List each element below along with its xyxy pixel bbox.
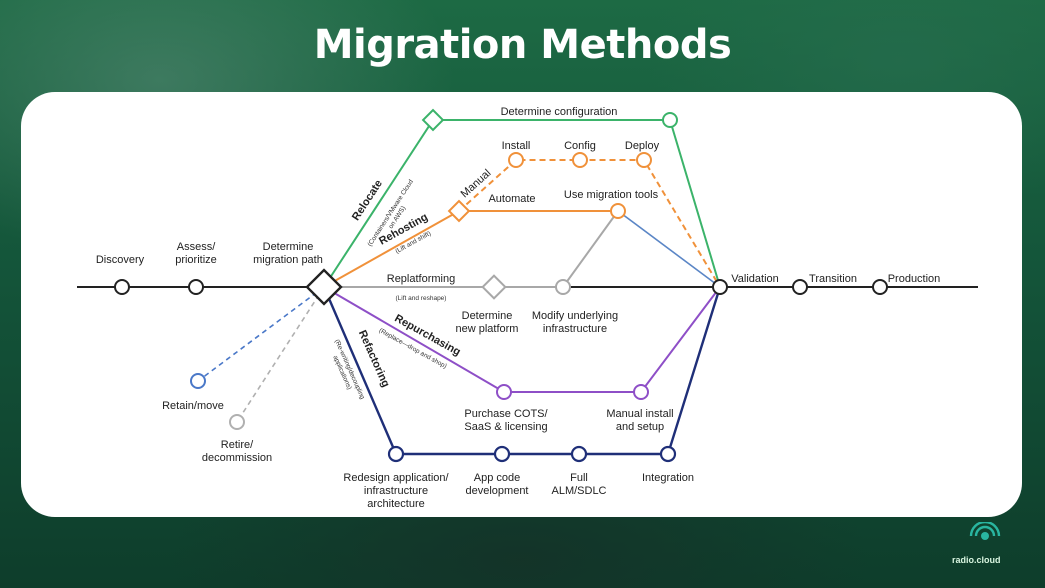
discovery-node [114,279,130,295]
label-manual-install-1: Manual install [606,408,673,420]
label-redesign-2: infrastructure [364,485,428,497]
rehost-automate-path [323,210,618,288]
label-redesign-1: Redesign application/ [343,472,449,484]
page-title: Migration Methods [313,22,732,68]
label-manual-install-2: and setup [616,421,664,433]
label-repurchasing: Repurchasing [392,312,462,358]
label-deploy: Deploy [625,140,660,152]
label-redesign-3: architecture [367,498,424,510]
transition-node [792,279,808,295]
label-integration: Integration [642,472,694,484]
determine-path-diamond [305,268,343,306]
label-assess-2: prioritize [175,254,217,266]
replatform-path-2 [494,210,619,288]
label-use-migration-tools: Use migration tools [564,189,659,201]
label-determine-config: Determine configuration [501,106,618,118]
label-determine-platform-2: new platform [456,323,519,335]
validation-node [712,279,728,295]
label-retire-1: Retire/ [221,439,254,451]
label-modify-infra-2: infrastructure [543,323,607,335]
repurchase-path [323,286,721,393]
integration-node [659,445,677,463]
assess-node [188,279,204,295]
production-node [872,279,888,295]
label-app-code-1: App code [474,472,520,484]
label-modify-infra-1: Modify underlying [532,310,618,322]
label-full-2: ALM/SDLC [551,485,606,497]
config-node [572,152,588,168]
rehost-manual-path [458,159,721,288]
label-determine-path-1: Determine [263,241,314,253]
redesign-node [387,445,405,463]
label-replatforming: Replatforming [387,273,455,285]
label-production: Production [888,273,941,285]
determine-config-node [662,112,678,128]
rehost-diamond [447,199,471,223]
retire-path [236,286,325,423]
full-alm-node [570,445,588,463]
modify-infra-node [555,279,571,295]
purchase-cots-node [496,384,512,400]
retain-node [190,373,206,389]
label-purchase-2: SaaS & licensing [464,421,547,433]
retain-path [197,286,325,382]
brand-logo-icon [969,522,1001,540]
label-determine-path-2: migration path [253,254,323,266]
label-config: Config [564,140,596,152]
replatform-diamond [481,274,507,300]
label-retain: Retain/move [162,400,224,412]
brand-logo-text: radio.cloud [952,555,1001,565]
label-assess-1: Assess/ [177,241,216,253]
label-app-code-2: development [466,485,529,497]
tools-to-validation-link [617,210,721,288]
migration-tools-node [610,203,626,219]
label-discovery: Discovery [96,254,145,266]
refactor-path [322,286,722,456]
deploy-node [636,152,652,168]
label-retire-2: decommission [202,452,272,464]
retire-node [229,414,245,430]
label-validation: Validation [731,273,779,285]
install-node [508,152,524,168]
label-determine-platform-1: Determine [462,310,513,322]
relocate-diamond [421,108,445,132]
manual-install-node [633,384,649,400]
label-purchase-1: Purchase COTS/ [464,408,548,420]
label-transition: Transition [809,273,857,285]
label-full-1: Full [570,472,588,484]
label-install: Install [502,140,531,152]
label-automate: Automate [488,193,535,205]
relocate-path [323,119,721,288]
label-replatforming-sub: (Lift and reshape) [396,295,447,302]
app-code-node [493,445,511,463]
